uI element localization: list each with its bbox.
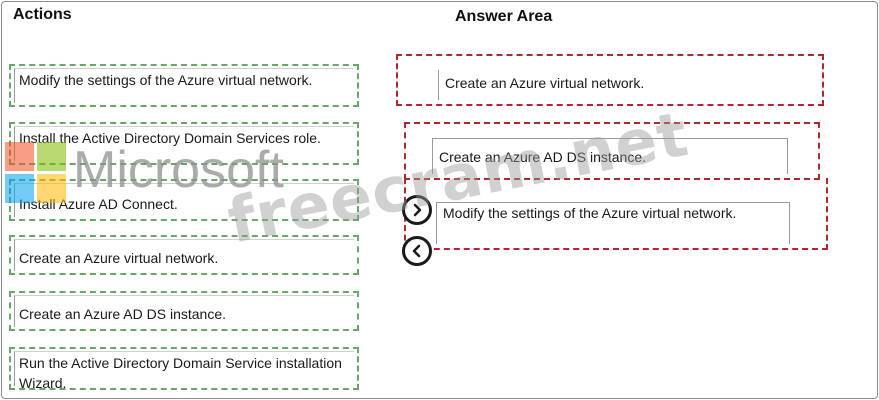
answer-slot-1[interactable]: Create an Azure virtual network. xyxy=(396,54,824,106)
move-left-button[interactable] xyxy=(402,236,432,266)
action-label: Create an Azure AD DS instance. xyxy=(14,295,354,327)
action-item[interactable]: Create an Azure virtual network. xyxy=(9,235,359,275)
action-item[interactable]: Modify the settings of the Azure virtual… xyxy=(9,64,359,107)
action-label: Modify the settings of the Azure virtual… xyxy=(14,68,354,103)
answer-slot-3[interactable]: Modify the settings of the Azure virtual… xyxy=(404,178,828,250)
action-item[interactable]: Run the Active Directory Domain Service … xyxy=(9,347,359,391)
chevron-right-icon xyxy=(413,203,422,217)
answer-area-heading: Answer Area xyxy=(455,8,553,25)
answer-item[interactable]: Modify the settings of the Azure virtual… xyxy=(436,202,790,244)
chevron-left-icon xyxy=(412,244,421,258)
action-item[interactable]: Install the Active Directory Domain Serv… xyxy=(9,122,359,165)
action-item[interactable]: Create an Azure AD DS instance. xyxy=(9,291,359,331)
answer-item[interactable]: Create an Azure AD DS instance. xyxy=(432,138,788,174)
action-label: Create an Azure virtual network. xyxy=(14,239,354,271)
action-label: Run the Active Directory Domain Service … xyxy=(14,351,354,391)
move-right-button[interactable] xyxy=(402,195,432,225)
answer-item[interactable]: Create an Azure virtual network. xyxy=(438,70,798,100)
microsoft-logo-watermark xyxy=(5,142,67,204)
actions-heading: Actions xyxy=(13,6,72,23)
answer-slot-2[interactable]: Create an Azure AD DS instance. xyxy=(404,122,820,180)
